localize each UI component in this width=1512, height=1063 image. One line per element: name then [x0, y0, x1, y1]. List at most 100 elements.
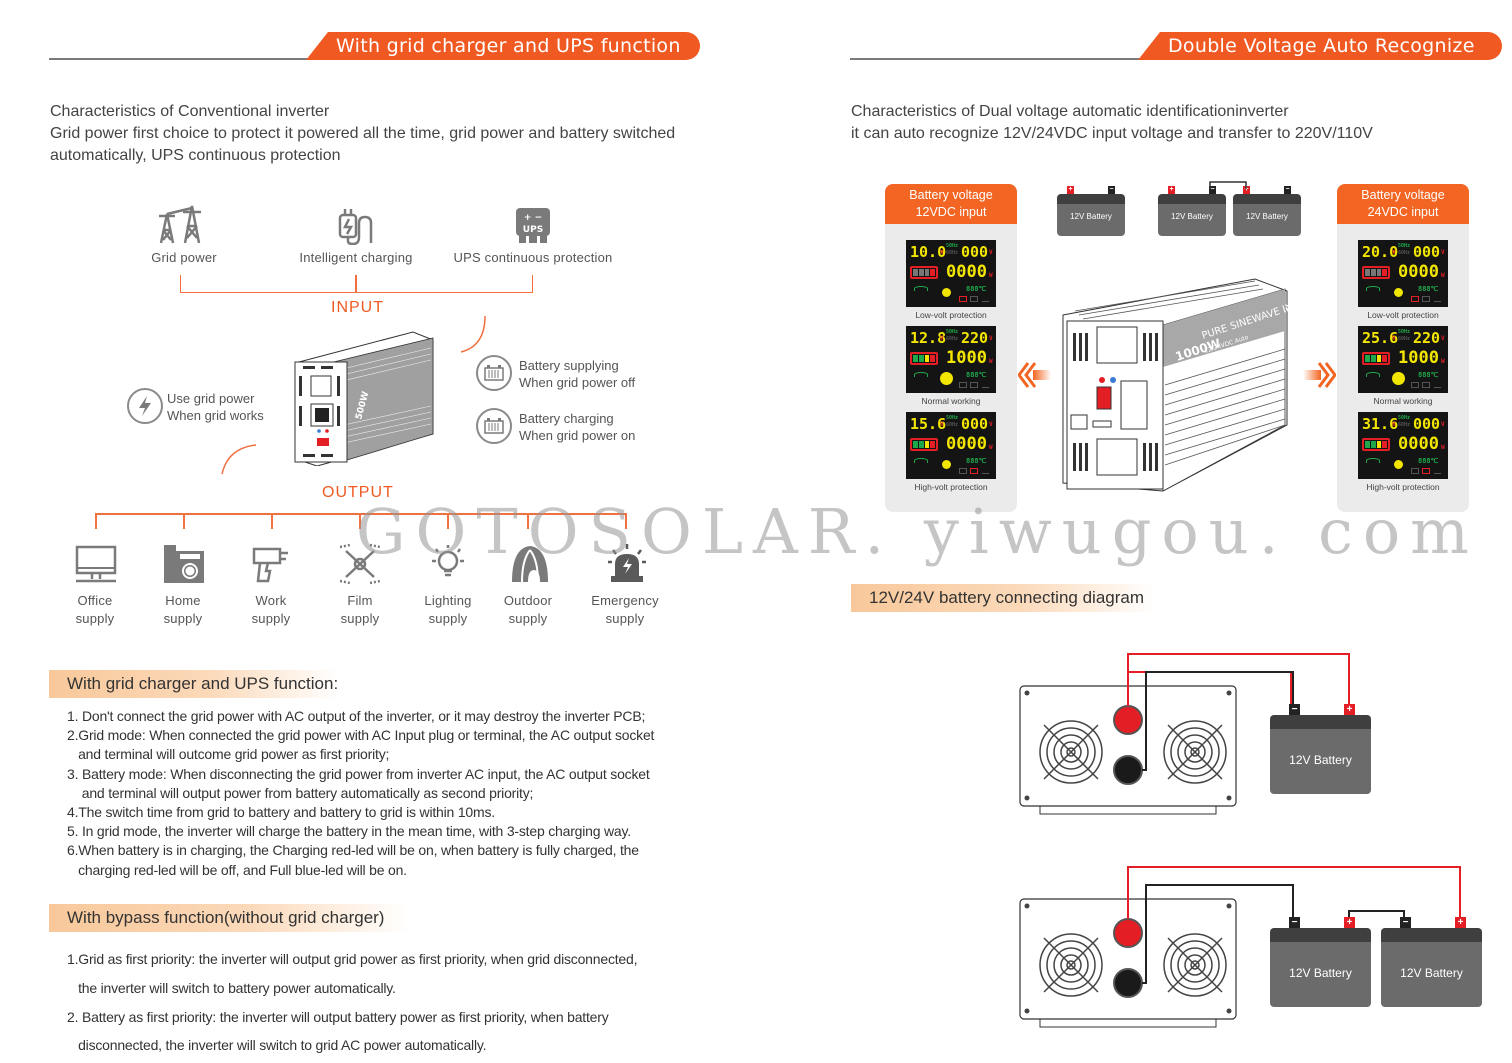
section2-item: 2. Battery as first priority: the invert… [67, 1008, 609, 1025]
right-header-rule [850, 58, 1160, 60]
lcd-hz2: 60Hz [946, 250, 959, 256]
note-grid: Use grid power When grid works [167, 390, 264, 424]
lcd-volt-unit: V [1392, 249, 1396, 256]
power-tower-icon [157, 202, 203, 244]
panel-12v-title1: Battery voltage [909, 188, 993, 202]
arc-bottom-left [221, 444, 257, 475]
tent-icon [508, 542, 552, 589]
lcd-volt-unit: V [989, 335, 993, 342]
lcd-hz2: 60Hz [1398, 250, 1411, 256]
plus-terminal: + [1344, 704, 1355, 715]
high-volt-flag-icon [970, 382, 978, 388]
minus-terminal: − [1108, 186, 1115, 194]
top-battery-series-1: + − 12V Battery [1158, 186, 1226, 236]
lcd-volt-unit: V [989, 421, 993, 428]
section2-list: 1.Grid as first priority: the inverter w… [67, 945, 637, 1060]
lcd-hz2: 60Hz [1398, 422, 1411, 428]
section1-item: 2.Grid mode: When connected the grid pow… [67, 727, 655, 744]
right-intro-line1: Characteristics of Dual voltage automati… [851, 103, 1289, 120]
lcd-caption: Normal working [921, 396, 981, 406]
lcd-temperature: 888℃ [1418, 457, 1439, 465]
left-header-banner: With grid charger and UPS function [306, 32, 700, 60]
lcd-output-voltage: 220 [1413, 329, 1441, 347]
output-bracket [95, 513, 626, 515]
lcd-watts: 0000 [946, 434, 987, 454]
low-volt-flag-icon [959, 296, 967, 302]
lcd-battery-gauge [1362, 352, 1390, 365]
lcd-battery-gauge [910, 438, 938, 451]
note-charging-line2: When grid power on [519, 428, 636, 443]
section1-title: With grid charger and UPS function: [49, 670, 339, 698]
output-label-film-1: Film [347, 593, 373, 608]
sine-wave-icon [914, 286, 928, 291]
output-label-home-1: Home [165, 593, 201, 608]
right-header-banner: Double Voltage Auto Recognize [1138, 32, 1502, 60]
note-charging-line1: Battery charging [519, 411, 614, 426]
lcd-hz1: 50Hz [1398, 329, 1411, 335]
battery-supplying-icon [476, 355, 512, 391]
drone-icon [338, 543, 382, 590]
input-label-charging: Intelligent charging [299, 250, 413, 265]
lcd-temperature: 888℃ [1418, 371, 1439, 379]
note-charging: Battery charging When grid power on [519, 410, 635, 444]
panel-24v-header: Battery voltage 24VDC input [1337, 184, 1469, 224]
lcd-hz1: 50Hz [1398, 415, 1411, 421]
output-label-lighting-2: supply [428, 611, 468, 626]
lcd-caption: High-volt protection [1366, 482, 1440, 492]
high-volt-flag-icon [1422, 468, 1430, 474]
lcd-hz1: 50Hz [946, 329, 959, 335]
note-grid-line2: When grid works [167, 408, 264, 423]
panel-12v-header: Battery voltage 12VDC input [885, 184, 1017, 224]
output-label-office: Office supply [60, 592, 130, 628]
panel-12v-title2: 12VDC input [915, 205, 987, 219]
top-battery-label: 12V Battery [1158, 204, 1226, 236]
washing-machine-icon [162, 543, 206, 590]
sine-wave-icon [1366, 458, 1380, 463]
low-volt-flag-icon [959, 468, 967, 474]
lcd-watt-unit: W [989, 444, 993, 451]
output-tick [95, 513, 97, 529]
section1-item: and terminal will output power from batt… [67, 784, 534, 801]
output-tick [625, 513, 627, 529]
top-battery-label: 12V Battery [1057, 204, 1125, 236]
watermark: GOTOSOLAR. yiwugou. com [356, 495, 1479, 568]
panel-24v-title1: Battery voltage [1361, 188, 1445, 202]
lcd-hz1: 50Hz [946, 243, 959, 249]
output-label: OUTPUT [322, 484, 394, 501]
lcd-hz1: 50Hz [1398, 243, 1411, 249]
diagram2-battery-2: − + 12V Battery [1381, 917, 1482, 1007]
top-battery-series-2: + − 12V Battery [1233, 186, 1301, 236]
high-volt-flag-icon [1422, 382, 1430, 388]
lcd-caption: Low-volt protection [1367, 310, 1439, 320]
input-bracket-mid [355, 275, 357, 293]
lcd-output-voltage: 000 [1413, 243, 1441, 261]
diagram2-battery-1: − + 12V Battery [1270, 917, 1371, 1007]
high-volt-flag-icon [1422, 296, 1430, 302]
minus-terminal: − [1284, 186, 1291, 194]
lcd-battery-gauge [1362, 438, 1390, 451]
left-intro: Characteristics of Conventional inverter… [50, 101, 730, 167]
lcd-output-voltage: 220 [961, 329, 989, 347]
lcd-temperature: 888℃ [1418, 285, 1439, 293]
output-label-office-1: Office [77, 593, 113, 608]
output-tick [183, 513, 185, 529]
lcd-volt-unit: V [1441, 335, 1445, 342]
fan-icon [1434, 296, 1441, 302]
section1-item: charging red-led will be off, and Full b… [67, 861, 407, 878]
low-volt-flag-icon [1411, 468, 1419, 474]
sine-wave-icon [1366, 286, 1380, 291]
svg-text:+ −: + − [524, 213, 542, 223]
output-label-office-2: supply [75, 611, 115, 626]
input-label-grid: Grid power [151, 250, 217, 265]
lcd-watt-unit: W [1441, 444, 1445, 451]
battery-charging-icon [476, 408, 512, 444]
